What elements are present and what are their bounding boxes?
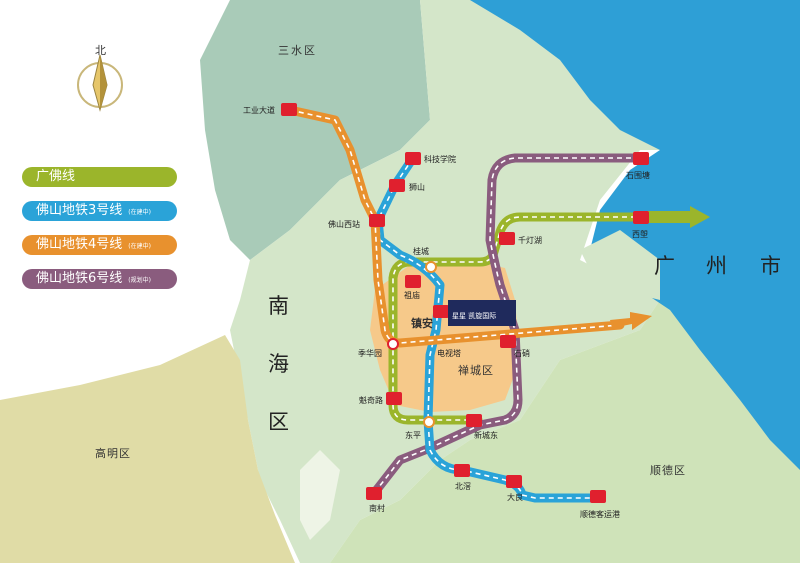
legend-line-6[interactable]: 佛山地铁6号线 (规划中) [22, 269, 177, 289]
compass-north-label: 北 [95, 44, 106, 57]
interchange-jihuayuan [387, 338, 399, 350]
legend-guangfo[interactable]: 广佛线 [22, 167, 177, 187]
station-marker[interactable] [633, 211, 649, 224]
station-markers [281, 103, 649, 503]
interchange-dongping [423, 416, 435, 428]
legend-label: 佛山地铁4号线 [36, 237, 123, 252]
line-guangfo-dash [392, 216, 645, 421]
station-label-xinchengdong: 新城东 [474, 431, 498, 440]
station-label-dianshita: 电视塔 [437, 349, 461, 358]
legend-status: (规划中) [128, 277, 151, 284]
legend-line-4[interactable]: 佛山地铁4号线 (在建中) [22, 235, 177, 255]
line-6-dash [374, 157, 640, 493]
station-marker[interactable] [454, 464, 470, 477]
guangfo-arrow [645, 206, 710, 228]
station-label-dongping: 东平 [405, 431, 421, 440]
station-label-kuiqilu: 魁奇路 [359, 396, 383, 405]
station-label-xiwei: 石围塘 [626, 171, 650, 180]
line-3-dash [377, 157, 598, 499]
legend-line-3[interactable]: 佛山地铁3号线 (在建中) [22, 201, 177, 221]
station-marker[interactable] [386, 392, 402, 405]
south-white-patch [300, 450, 340, 540]
interchange-guicheng [425, 261, 437, 273]
station-label-xilang: 西塱 [632, 230, 648, 239]
station-marker[interactable] [433, 305, 449, 318]
district-nanhai-char3: 区 [268, 410, 289, 434]
station-label-beijiao: 北滘 [455, 482, 471, 491]
station-label-jihuayuan: 季华园 [358, 349, 382, 358]
station-marker[interactable] [389, 179, 405, 192]
station-marker[interactable] [499, 232, 515, 245]
station-label-gongyedadao: 工业大道 [243, 106, 275, 115]
station-label-kejixueyuan: 科技学院 [424, 155, 456, 164]
station-label-qiandenghu: 千灯湖 [518, 236, 542, 245]
station-marker[interactable] [405, 275, 421, 288]
station-label-shishuo: 石硝 [514, 349, 530, 358]
district-nanhai-char1: 南 [268, 294, 289, 318]
legend-label: 佛山地铁3号线 [36, 203, 123, 218]
station-marker[interactable] [281, 103, 297, 116]
station-label-guicheng: 桂城 [413, 247, 429, 256]
gaoming-region [0, 335, 295, 563]
compass-icon [77, 54, 123, 112]
legend-label: 佛山地铁6号线 [36, 271, 123, 286]
legend-status: (在建中) [128, 209, 151, 216]
station-marker[interactable] [405, 152, 421, 165]
station-marker[interactable] [500, 335, 516, 348]
shunde-region [330, 300, 800, 563]
station-marker[interactable] [633, 152, 649, 165]
city-guangzhou-char2: 州 [706, 254, 727, 278]
station-label-nancun: 南村 [369, 504, 385, 513]
legend-status: (在建中) [128, 243, 151, 250]
city-guangzhou-char1: 广 [654, 254, 675, 278]
station-marker[interactable] [506, 475, 522, 488]
district-sanshui: 三水区 [278, 44, 317, 57]
district-gaoming: 高明区 [95, 447, 131, 460]
line-4-arrow [610, 312, 652, 330]
station-label-shundekeyungang: 顺德客运港 [580, 510, 620, 519]
station-label-foshanxizhan: 佛山西站 [328, 220, 360, 229]
station-marker[interactable] [590, 490, 606, 503]
station-label-daliang: 大良 [507, 493, 523, 502]
station-label-zumiao: 祖庙 [404, 291, 420, 300]
city-guangzhou-char3: 市 [760, 254, 781, 278]
station-marker[interactable] [369, 214, 385, 227]
project-logo-box [448, 300, 516, 326]
district-chancheng: 禅城区 [458, 364, 494, 377]
station-label-shishan: 狮山 [409, 183, 425, 192]
sanshui-region [200, 0, 430, 260]
district-shunde: 顺德区 [650, 464, 686, 477]
station-marker[interactable] [466, 414, 482, 427]
east-sandbar [580, 230, 660, 300]
station-marker[interactable] [366, 487, 382, 500]
guangzhou-region [470, 0, 800, 470]
project-logo-text: 星星 凯旋国际 [452, 312, 497, 320]
legend-label: 广佛线 [36, 169, 76, 184]
area-zhenan: 镇安 [411, 317, 433, 330]
district-nanhai-char2: 海 [268, 352, 289, 376]
